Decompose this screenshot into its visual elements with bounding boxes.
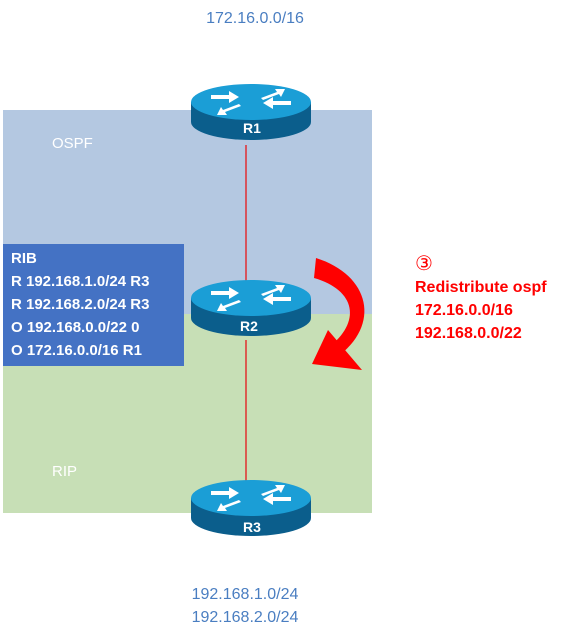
r3-network-label: 192.168.1.0/24 (191, 586, 299, 603)
rib-entry: O 172.16.0.0/16 R1 (11, 342, 142, 359)
rib-title: RIB (11, 250, 37, 267)
rib-entry: R 192.168.2.0/24 R3 (11, 296, 150, 313)
step-number: ③ (415, 253, 433, 275)
redistribute-annotation: ③ Redistribute ospf 172.16.0.0/16 192.16… (415, 253, 547, 345)
rip-area-label: RIP (52, 463, 78, 480)
redistribute-command: Redistribute ospf (415, 279, 547, 296)
ospf-area-label: OSPF (52, 135, 93, 152)
rib-table: RIB R 192.168.1.0/24 R3 R 192.168.2.0/24… (3, 244, 184, 366)
r3-network-labels: 192.168.1.0/24 192.168.2.0/24 (170, 583, 320, 629)
r3-network-label: 192.168.2.0/24 (191, 609, 299, 626)
redistribute-prefix: 172.16.0.0/16 (415, 302, 513, 319)
redistribute-prefix: 192.168.0.0/22 (415, 325, 522, 342)
rib-entry: O 192.168.0.0/22 0 (11, 319, 140, 336)
r1-network-label: 172.16.0.0/16 (206, 10, 304, 27)
router-r2-label: R2 (240, 318, 258, 334)
rib-entry: R 192.168.1.0/24 R3 (11, 273, 150, 290)
redistribute-arrow-icon (312, 258, 365, 370)
router-r1-label: R1 (243, 120, 261, 136)
router-r3-label: R3 (243, 519, 261, 535)
